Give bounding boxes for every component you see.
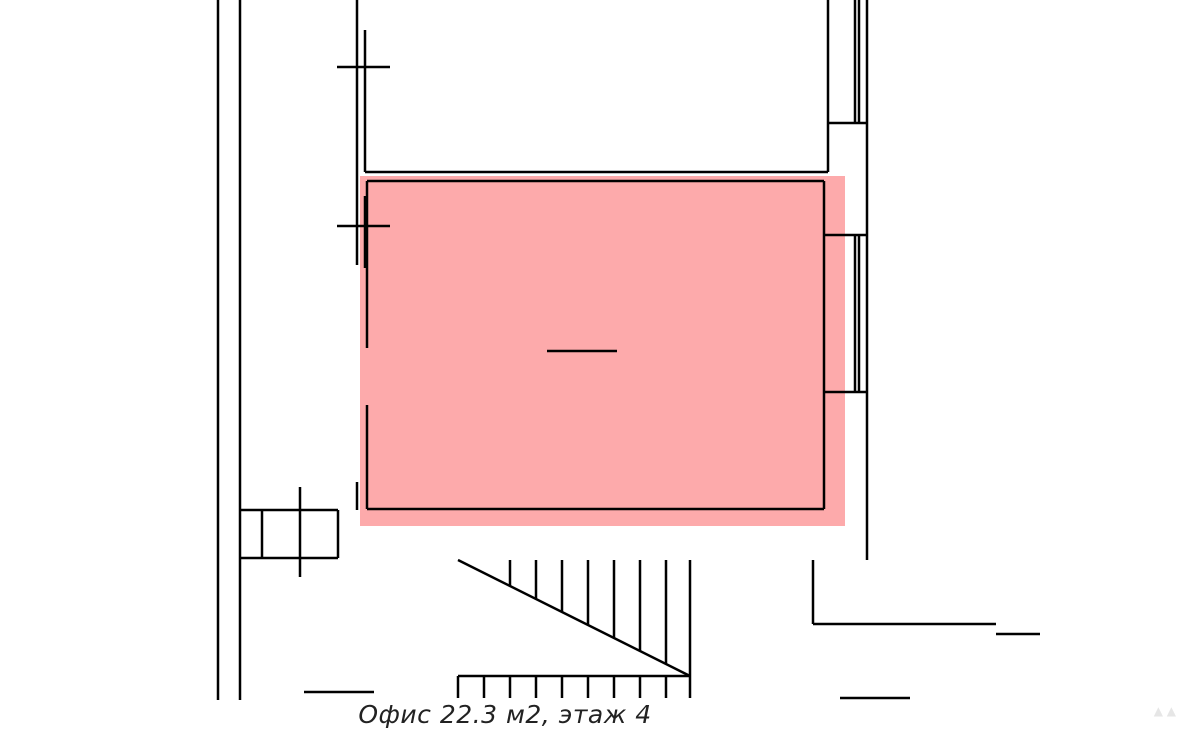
walls: [216, 0, 1040, 700]
plan-caption: Офис 22.3 м2, этаж 4: [358, 700, 652, 729]
watermark-icon: ▲ ▲: [1153, 704, 1176, 718]
